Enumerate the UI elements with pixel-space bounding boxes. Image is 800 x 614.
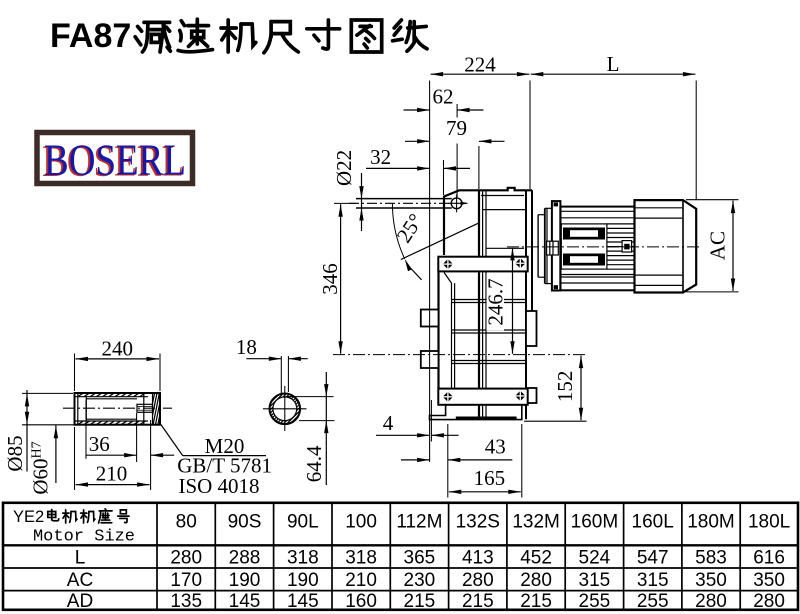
svg-text:79: 79	[446, 116, 467, 140]
svg-text:255: 255	[579, 591, 611, 612]
svg-text:GB/T 5781: GB/T 5781	[177, 454, 272, 478]
svg-text:62: 62	[433, 85, 454, 109]
svg-text:246.7: 246.7	[484, 278, 508, 325]
svg-text:190: 190	[287, 570, 319, 591]
svg-text:AC: AC	[706, 231, 730, 260]
svg-text:36: 36	[89, 432, 110, 456]
svg-text:80: 80	[176, 512, 197, 533]
svg-text:346: 346	[318, 263, 342, 295]
svg-text:BOSERL: BOSERL	[42, 137, 184, 186]
svg-text:315: 315	[637, 570, 669, 591]
svg-text:215: 215	[520, 591, 552, 612]
svg-text:318: 318	[287, 548, 319, 569]
svg-text:280: 280	[753, 591, 785, 612]
svg-text:FA87: FA87	[50, 17, 131, 55]
svg-text:230: 230	[404, 570, 436, 591]
svg-text:547: 547	[637, 548, 669, 569]
svg-text:160L: 160L	[632, 512, 674, 533]
svg-text:350: 350	[753, 570, 785, 591]
svg-text:210: 210	[96, 461, 128, 485]
svg-text:145: 145	[229, 591, 261, 612]
svg-text:90S: 90S	[228, 512, 262, 533]
svg-text:165: 165	[474, 466, 506, 490]
svg-text:210: 210	[345, 570, 377, 591]
svg-text:180M: 180M	[687, 512, 735, 533]
svg-text:L: L	[607, 52, 620, 76]
svg-text:255: 255	[637, 591, 669, 612]
svg-text:132S: 132S	[456, 512, 500, 533]
svg-text:413: 413	[462, 548, 494, 569]
svg-text:583: 583	[695, 548, 727, 569]
svg-text:AC: AC	[67, 570, 93, 591]
svg-text:90L: 90L	[287, 512, 319, 533]
svg-text:145: 145	[287, 591, 319, 612]
svg-text:160: 160	[345, 591, 377, 612]
svg-text:BOSERL: BOSERL	[44, 136, 186, 185]
svg-text:280: 280	[695, 591, 727, 612]
svg-text:350: 350	[695, 570, 727, 591]
svg-text:224: 224	[464, 53, 496, 77]
svg-text:M20: M20	[205, 434, 245, 458]
svg-text:18: 18	[236, 335, 257, 359]
svg-text:318: 318	[345, 548, 377, 569]
svg-text:524: 524	[579, 548, 611, 569]
svg-text:135: 135	[170, 591, 202, 612]
svg-text:152: 152	[553, 371, 577, 403]
svg-text:132M: 132M	[512, 512, 560, 533]
svg-text:288: 288	[229, 548, 261, 569]
svg-text:280: 280	[170, 548, 202, 569]
svg-text:Motor Size: Motor Size	[33, 528, 135, 547]
svg-text:AD: AD	[67, 591, 93, 612]
svg-text:215: 215	[462, 591, 494, 612]
svg-text:280: 280	[462, 570, 494, 591]
svg-text:Ø22: Ø22	[332, 150, 356, 186]
svg-text:452: 452	[520, 548, 552, 569]
svg-text:215: 215	[404, 591, 436, 612]
svg-text:100: 100	[345, 512, 377, 533]
svg-text:280: 280	[520, 570, 552, 591]
svg-text:616: 616	[753, 548, 785, 569]
svg-text:170: 170	[170, 570, 202, 591]
svg-text:YE2: YE2	[13, 508, 44, 526]
svg-text:240: 240	[102, 337, 134, 361]
svg-text:32: 32	[370, 145, 391, 169]
svg-text:315: 315	[579, 570, 611, 591]
svg-text:180L: 180L	[748, 512, 790, 533]
svg-text:43: 43	[485, 434, 506, 458]
svg-text:L: L	[75, 548, 86, 569]
svg-text:ISO 4018: ISO 4018	[178, 474, 259, 498]
svg-text:64.4: 64.4	[302, 445, 326, 482]
svg-text:190: 190	[229, 570, 261, 591]
svg-text:4: 4	[383, 411, 394, 435]
svg-text:112M: 112M	[396, 512, 442, 533]
svg-text:Ø85: Ø85	[3, 435, 27, 471]
svg-text:365: 365	[404, 548, 436, 569]
svg-text:160M: 160M	[571, 512, 619, 533]
